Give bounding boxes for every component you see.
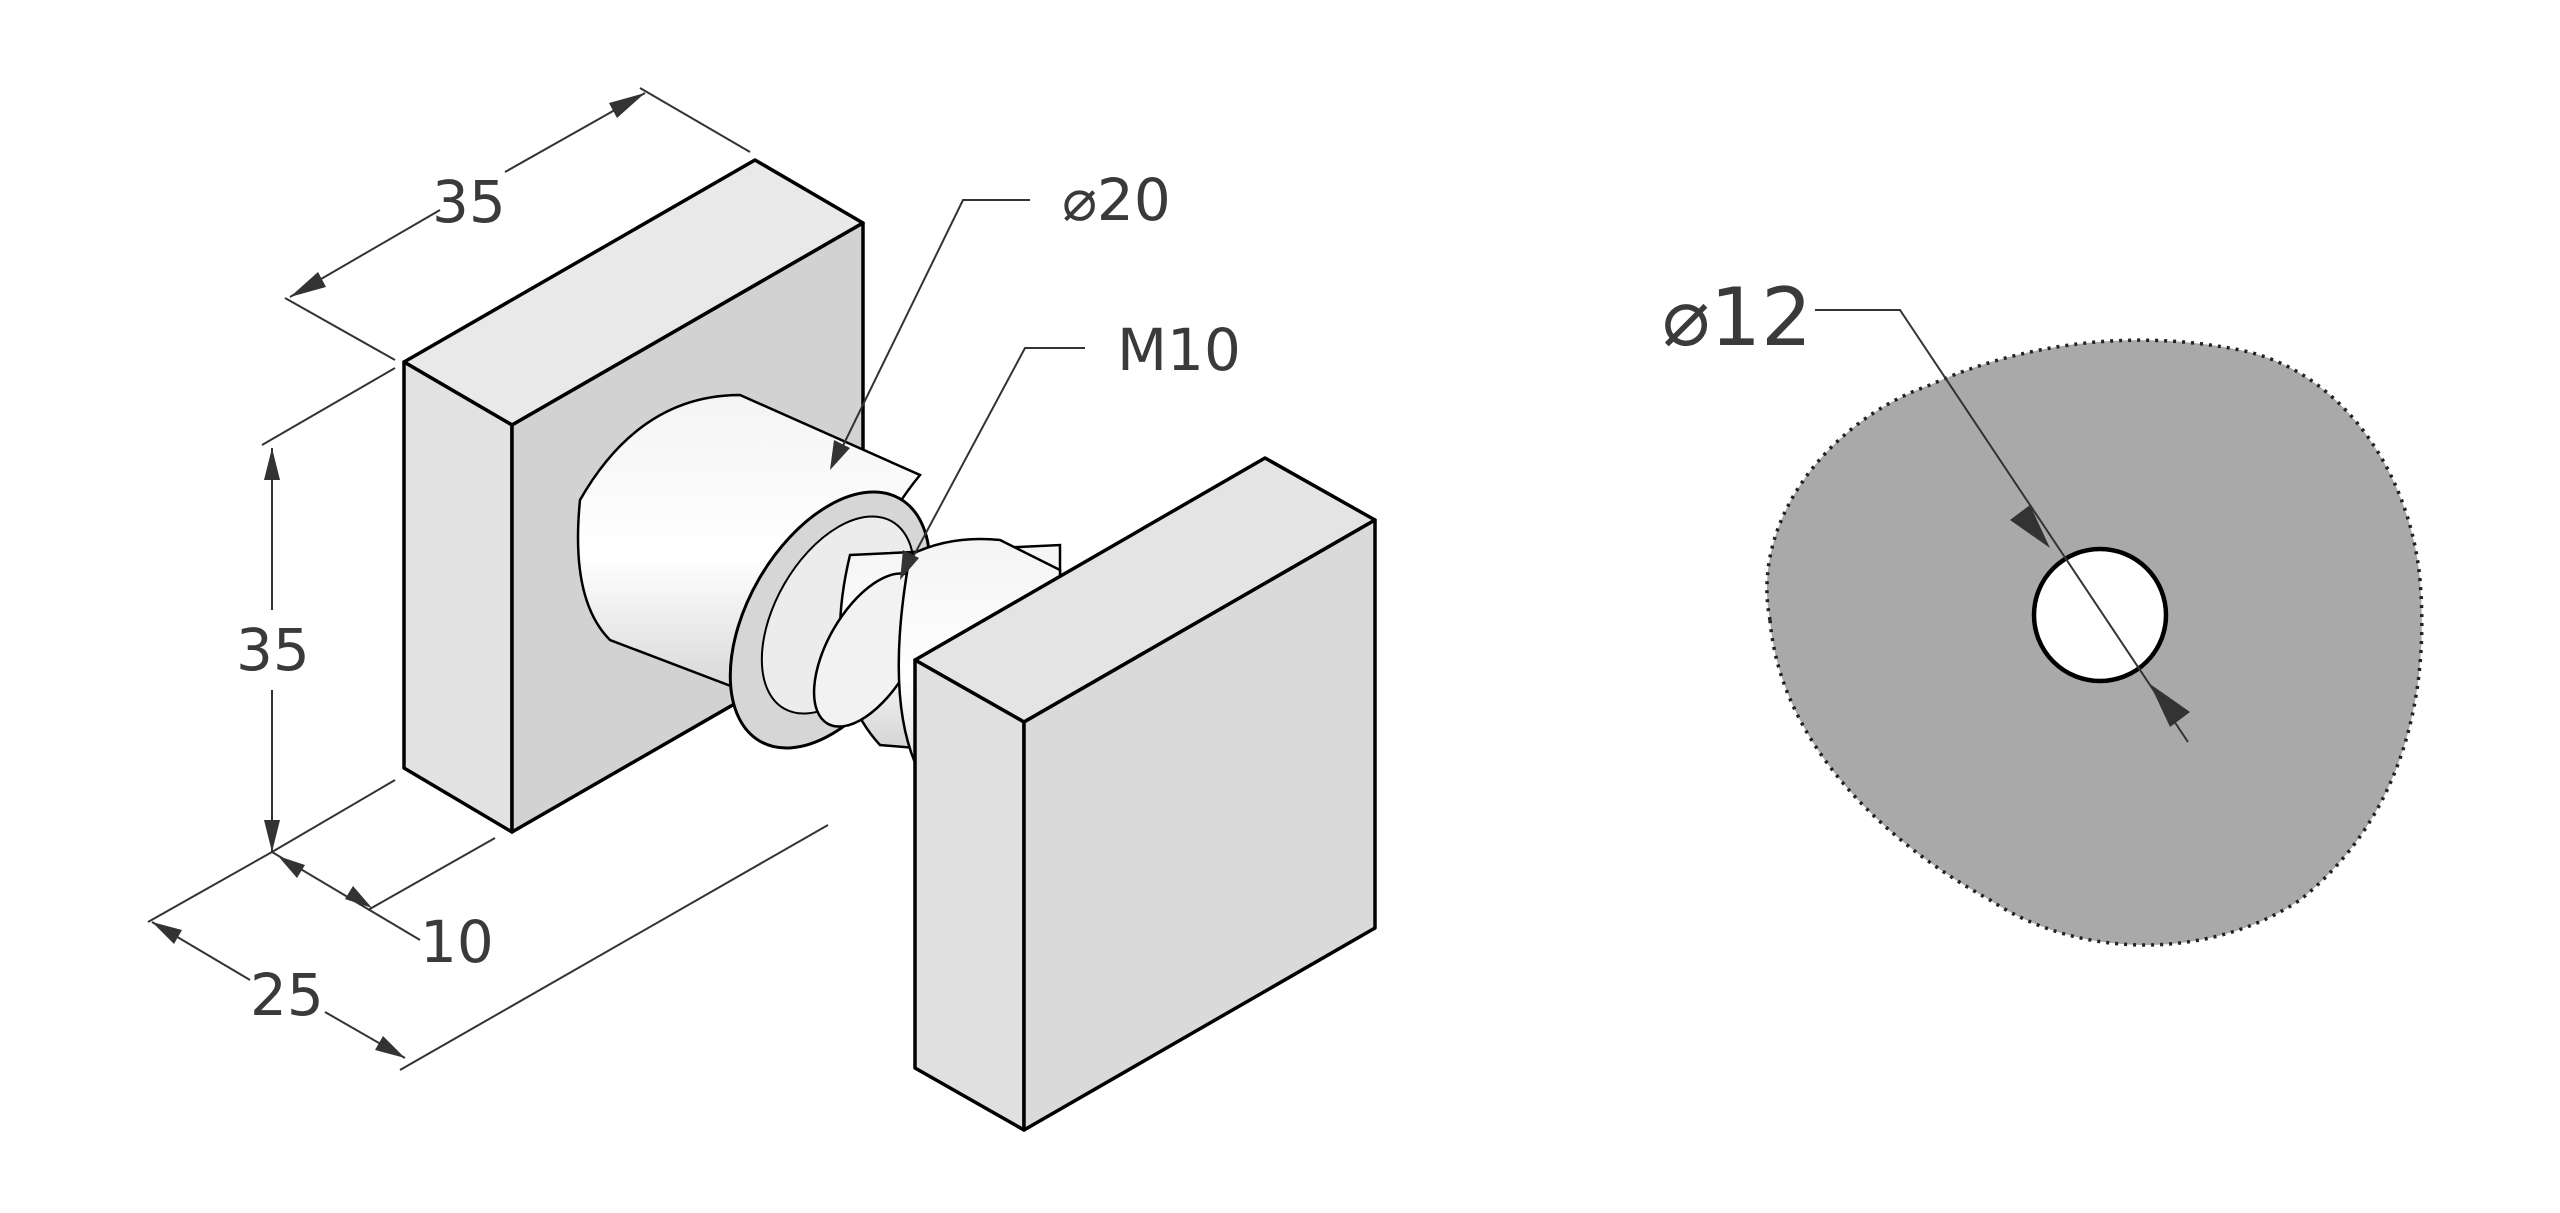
front-knob [913,456,1377,1132]
back-plate-left-face [402,360,514,834]
dimension-labels: 35 35 10 25 ⌀20 M10 [236,166,1241,1029]
dim-depth-short: 10 [420,908,494,976]
dimension-lines [147,87,1085,1071]
hole-detail: ⌀12 [1662,271,2424,947]
dim-thread: M10 [1117,316,1241,384]
knob-left-face [913,658,1026,1132]
dim-height-left: 35 [236,616,310,684]
dim-rosette-diameter: ⌀20 [1062,166,1171,234]
dim-hole-diameter: ⌀12 [1662,271,1812,364]
bore-hole [2031,546,2169,684]
dim-depth-total: 25 [250,961,324,1029]
dim-width-top: 35 [432,168,506,236]
knob-front-face [1022,518,1377,1132]
